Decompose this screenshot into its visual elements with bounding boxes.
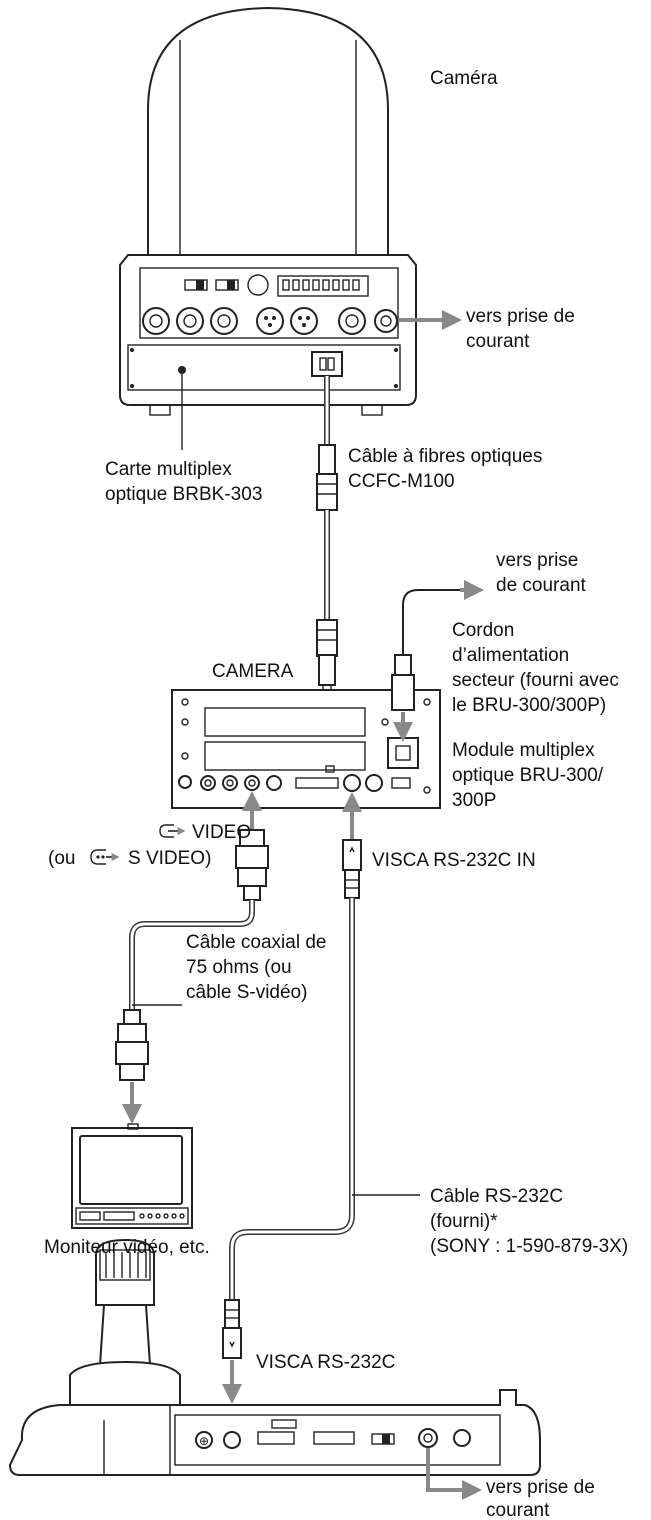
video-cable xyxy=(115,791,269,1124)
camera-label: Caméra xyxy=(430,68,498,89)
camera-power-label-1: vers prise de xyxy=(466,306,575,327)
camera-connectors xyxy=(142,307,398,335)
camera-power-label-2: courant xyxy=(466,331,530,352)
remote-controller: ⊕ xyxy=(8,1238,541,1476)
svg-text:⊕: ⊕ xyxy=(199,1434,209,1448)
rs-label-3: (SONY : 1-590-879-3X) xyxy=(430,1236,628,1257)
card-label-1: Carte multiplex xyxy=(105,459,232,480)
rs232c-cable xyxy=(222,792,362,1404)
fiber-label-2: CCFC-M100 xyxy=(348,471,455,492)
video-input-icon xyxy=(159,824,186,838)
coax-label-3: câble S-vidéo) xyxy=(186,982,307,1003)
cord-label-4: le BRU-300/300P) xyxy=(452,695,606,716)
visca-label: VISCA RS-232C xyxy=(256,1352,395,1373)
cord-label-3: secteur (fourni avec xyxy=(452,670,619,691)
rs-label-1: Câble RS-232C xyxy=(430,1186,563,1207)
video-label-1: VIDEO xyxy=(192,822,251,843)
controller-power-label-1: vers prise de xyxy=(486,1477,595,1498)
camera-dip-switches xyxy=(282,279,360,291)
cord-label-2: d’alimentation xyxy=(452,645,569,666)
camera-port-label: CAMERA xyxy=(212,661,294,682)
fiber-label-1: Câble à fibres optiques xyxy=(348,446,542,467)
coax-label-2: 75 ohms (ou xyxy=(186,957,292,978)
controller-power-label-2: courant xyxy=(486,1500,550,1520)
video-label-2-post: S VIDEO) xyxy=(128,848,211,869)
card-label-2: optique BRBK-303 xyxy=(105,484,262,505)
unit-power-label-1: vers prise xyxy=(496,550,578,571)
s-video-input-icon xyxy=(90,849,120,865)
module-label-3: 300P xyxy=(452,790,496,811)
video-label-2-pre: (ou xyxy=(48,848,75,869)
camera-device xyxy=(119,6,417,416)
coax-label-1: Câble coaxial de xyxy=(186,932,326,953)
visca-in-label: VISCA RS-232C IN xyxy=(372,850,536,871)
monitor-label: Moniteur vidéo, etc. xyxy=(44,1237,210,1258)
unit-power-label-2: de courant xyxy=(496,575,587,596)
rs-label-2: (fourni)* xyxy=(430,1211,498,1232)
power-cord xyxy=(391,580,484,742)
module-label-1: Module multiplex xyxy=(452,740,595,761)
module-label-2: optique BRU-300/ xyxy=(452,765,604,786)
controller-power-arrow xyxy=(426,1448,482,1500)
cord-label-1: Cordon xyxy=(452,620,514,641)
video-monitor xyxy=(71,1123,193,1229)
